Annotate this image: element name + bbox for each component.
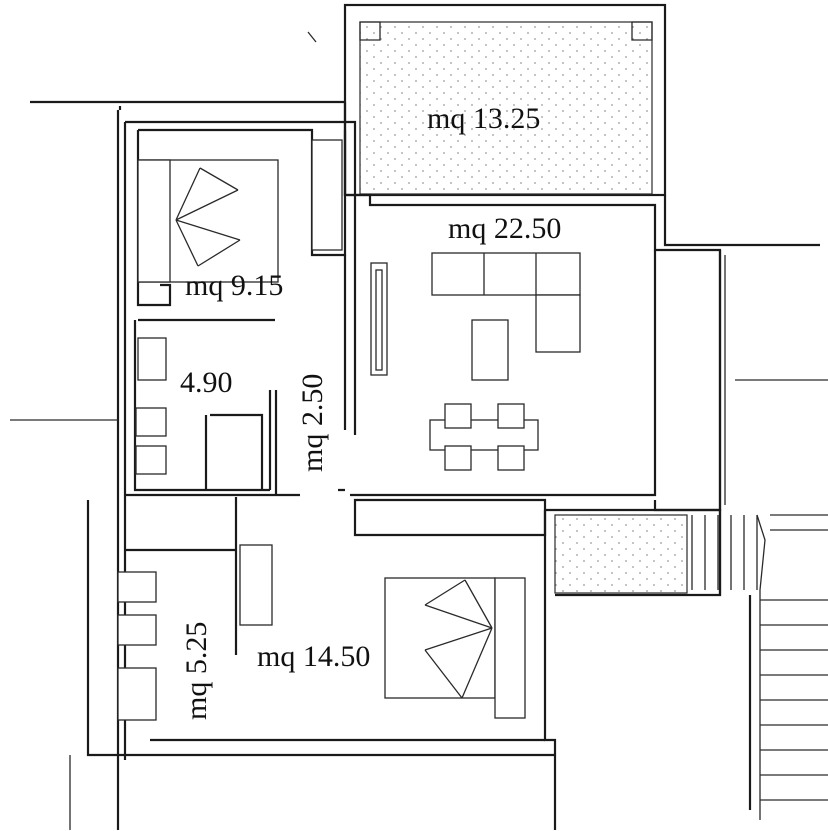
bathtub-large-bath: [117, 667, 157, 721]
wardrobe-master: [239, 544, 273, 626]
tv-cabinet-inner: [375, 269, 383, 371]
stray-mark: [307, 31, 317, 43]
room-label-bedroom-small: mq 9.15: [185, 269, 283, 302]
room-label-terrace: mq 13.25: [427, 102, 540, 135]
left-boundary-lines: [10, 419, 118, 830]
bed-small: [137, 159, 279, 283]
toilet-small-bath: [135, 445, 167, 475]
dining-table-set: [429, 403, 539, 471]
staircase: [691, 514, 828, 820]
right-building-edge: [724, 255, 828, 505]
outer-walls: [30, 100, 820, 830]
wardrobe-small: [311, 139, 343, 251]
room-label-bath-large: mq 5.25: [180, 622, 213, 720]
bidet-large-bath: [117, 571, 157, 603]
bidet-small-bath: [135, 407, 167, 437]
bed-master: [384, 577, 526, 719]
coffee-table: [471, 319, 509, 381]
room-label-bedroom-master: mq 14.50: [257, 640, 370, 673]
room-label-bath-small: 4.90: [180, 366, 233, 399]
sofa: [431, 252, 581, 353]
washbasin-small-bath: [137, 337, 167, 381]
room-label-hallway: mq 2.50: [296, 374, 329, 472]
terrace: [343, 3, 667, 197]
room-label-living: mq 22.50: [448, 212, 561, 245]
toilet-large-bath: [117, 614, 157, 646]
lower-terrace: [554, 514, 688, 594]
interior-walls: [125, 128, 547, 742]
